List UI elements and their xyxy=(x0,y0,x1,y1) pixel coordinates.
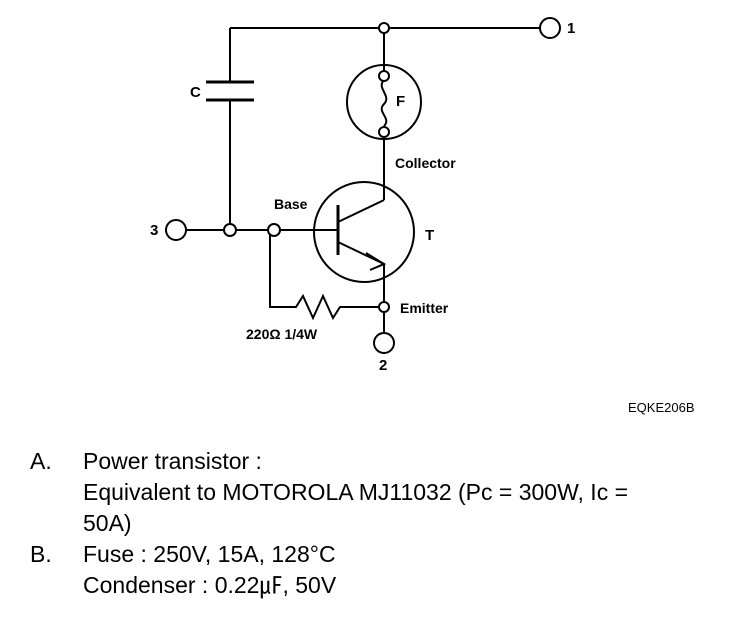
note-b-line-2: Condenser : 0.22㎌, 50V xyxy=(83,572,337,598)
fuse-element xyxy=(380,79,388,127)
base-label: Base xyxy=(274,196,308,212)
resistor-label: 220Ω 1/4W xyxy=(246,326,318,342)
note-b-body: Fuse : 250V, 15A, 128°C Condenser : 0.22… xyxy=(83,539,730,601)
transistor-label: T xyxy=(425,227,434,244)
terminal-2-label: 2 xyxy=(379,357,387,374)
note-b-key: B. xyxy=(30,541,52,567)
junction-emitter xyxy=(378,301,390,313)
transistor-body xyxy=(313,181,415,283)
junction-base xyxy=(267,223,281,237)
terminal-3-node xyxy=(165,219,187,241)
junction-top-right xyxy=(378,22,390,34)
terminal-3-label: 3 xyxy=(150,222,158,239)
note-b: B. Fuse : 250V, 15A, 128°C Condenser : 0… xyxy=(30,539,730,601)
emitter-arrow xyxy=(365,252,387,271)
note-a-line-2: Equivalent to MOTOROLA MJ11032 (Pc = 300… xyxy=(83,479,629,505)
note-a-key: A. xyxy=(30,448,52,474)
note-a-line-1: Power transistor : xyxy=(83,448,262,474)
junction-capacitor xyxy=(223,223,237,237)
fuse-terminal-top xyxy=(378,70,390,82)
terminal-2-node xyxy=(373,332,395,354)
collector-label: Collector xyxy=(395,155,456,171)
note-a: A. Power transistor : Equivalent to MOTO… xyxy=(30,446,730,539)
terminal-1-label: 1 xyxy=(567,20,575,37)
circuit-schematic: C F Collector Base T Emitter 220Ω 1/4W 1… xyxy=(150,17,695,415)
diagram-code: EQKE206B xyxy=(628,400,695,415)
fuse-terminal-bottom xyxy=(378,126,390,138)
notes-section: A. Power transistor : Equivalent to MOTO… xyxy=(30,446,730,601)
note-b-line-1: Fuse : 250V, 15A, 128°C xyxy=(83,541,336,567)
resistor-path xyxy=(269,230,384,321)
note-a-body: Power transistor : Equivalent to MOTOROL… xyxy=(83,446,730,539)
terminal-1-node xyxy=(539,17,561,39)
transistor-collector-leg xyxy=(337,199,385,223)
note-a-line-3: 50A) xyxy=(83,510,132,536)
capacitor-label: C xyxy=(190,84,201,101)
emitter-label: Emitter xyxy=(400,300,449,316)
fuse-label: F xyxy=(396,93,405,110)
